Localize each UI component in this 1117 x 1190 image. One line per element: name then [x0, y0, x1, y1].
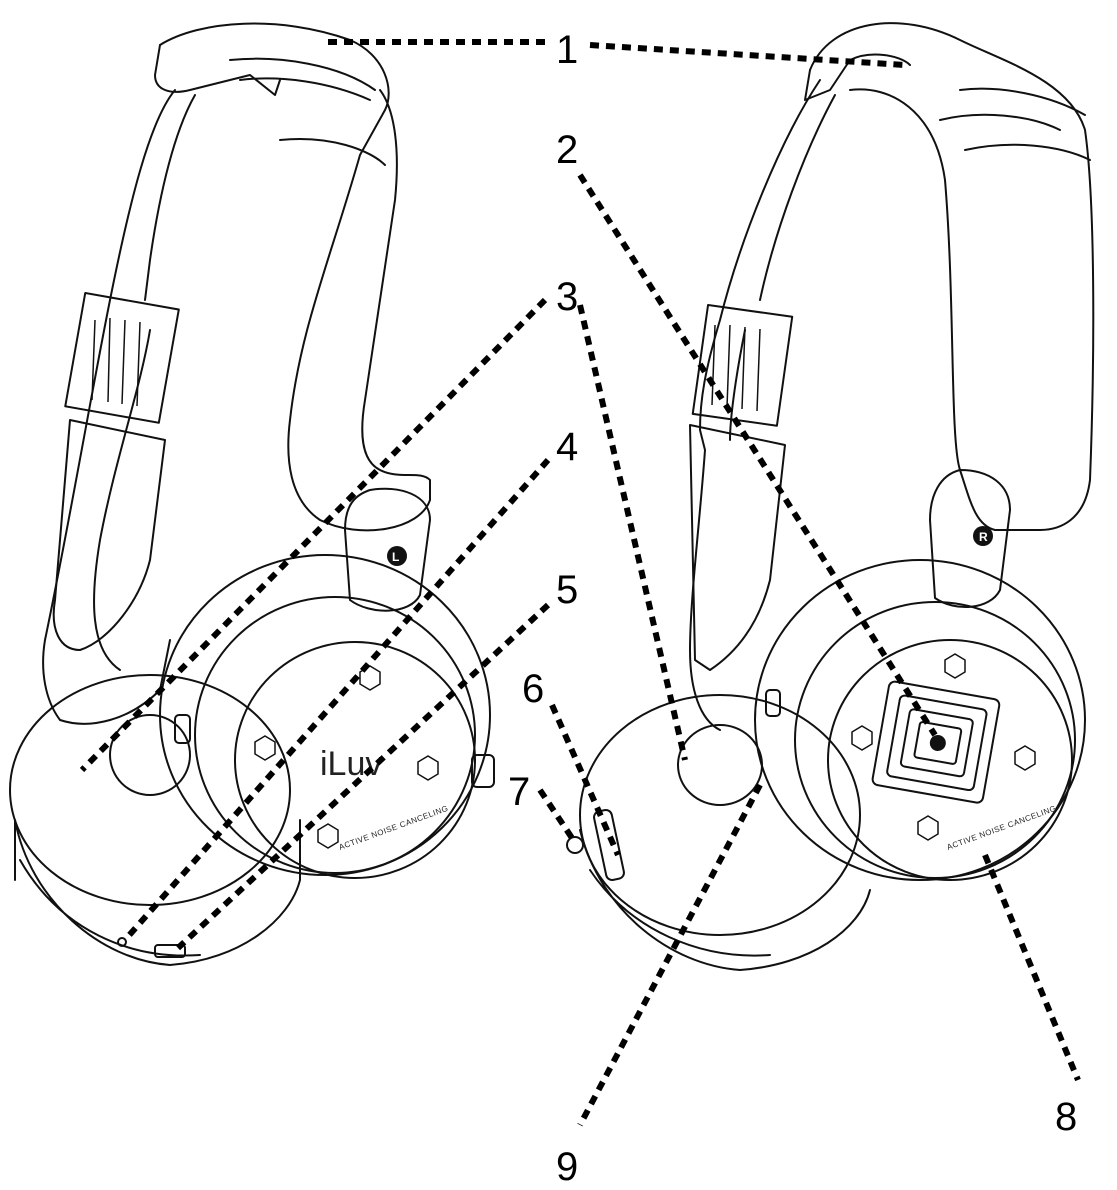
left-indicator-led: [117, 937, 127, 947]
left-cup-print: ACTIVE NOISE CANCELING: [338, 804, 450, 852]
right-headband-inner: [689, 79, 821, 731]
leader-8: [982, 853, 1081, 1082]
right-earcup: [754, 559, 1086, 881]
left-side-button: [174, 714, 191, 744]
right-side-button: [765, 689, 781, 717]
callout-3: 3: [556, 275, 578, 319]
right-earcup-face: [827, 639, 1073, 881]
leader-4: [122, 458, 551, 942]
leader-9: [577, 783, 763, 1127]
leader-6: [549, 703, 621, 857]
right-headband-edge: [939, 87, 1091, 161]
right-yoke: [929, 469, 1011, 608]
right-side-marker-badge: [973, 526, 993, 546]
right-ear-cushion-hole: [677, 724, 763, 806]
right-stud: [851, 725, 873, 751]
left-headband-edge: [229, 57, 386, 166]
right-earcup-ring: [794, 601, 1076, 879]
left-stud: [254, 735, 276, 761]
left-ear-cushion: [9, 674, 291, 906]
left-stud: [317, 823, 339, 849]
leader-7: [537, 788, 575, 840]
left-side-marker-badge: [387, 546, 407, 566]
callout-4: 4: [556, 425, 578, 469]
callout-9: 9: [556, 1145, 578, 1189]
left-usb-port: [154, 944, 186, 958]
callout-numbers: 1 2 3 4 5 6 7 8 9: [508, 28, 1077, 1189]
callout-2: 2: [556, 128, 578, 172]
left-cushion-base: [14, 819, 301, 966]
left-earcup-face: [234, 641, 476, 879]
left-stud: [417, 755, 439, 781]
bluetooth-icon: [929, 734, 946, 751]
right-slider-ribs: [711, 324, 761, 412]
right-cushion-base: [579, 829, 871, 971]
right-side-marker: R: [979, 530, 988, 544]
left-headband: [159, 22, 431, 532]
brand-label: iLuv: [320, 745, 382, 783]
callout-1: 1: [556, 28, 578, 72]
callout-7: 7: [508, 770, 530, 814]
leader-lines: [79, 39, 1081, 1127]
left-side-knob: [471, 754, 495, 788]
left-earcup-ring: [194, 596, 476, 874]
leader-5: [175, 602, 551, 951]
right-lower-band: [689, 424, 786, 671]
right-aux-jack: [566, 836, 584, 854]
multifunction-button: [871, 680, 1001, 804]
left-headband-inner: [42, 89, 176, 725]
left-slider-ribs: [91, 317, 141, 407]
left-headphone: iLuv ACTIVE NOISE CANCELING L: [9, 22, 495, 966]
right-volume-rocker: [593, 809, 625, 881]
right-stud: [917, 815, 939, 841]
callout-6: 6: [522, 667, 544, 711]
callout-8: 8: [1055, 1095, 1077, 1139]
left-ear-cushion-hole: [109, 714, 191, 796]
leader-1-right: [589, 42, 906, 68]
right-stud: [1014, 745, 1036, 771]
left-yoke: [344, 487, 431, 612]
left-hinge-top: [154, 44, 281, 96]
right-ear-cushion: [579, 694, 861, 936]
right-headband: [809, 22, 1095, 531]
right-stud: [944, 653, 966, 679]
left-side-marker: L: [392, 550, 399, 564]
left-lower-band: [52, 419, 166, 651]
callout-5: 5: [556, 568, 578, 612]
right-headphone: ACTIVE NOISE CANCELING R: [566, 22, 1095, 971]
right-hinge-top: [804, 53, 911, 101]
left-slider: [64, 292, 180, 424]
leader-2: [577, 173, 938, 737]
leader-3-right: [577, 304, 688, 761]
leader-3-left: [79, 297, 548, 773]
